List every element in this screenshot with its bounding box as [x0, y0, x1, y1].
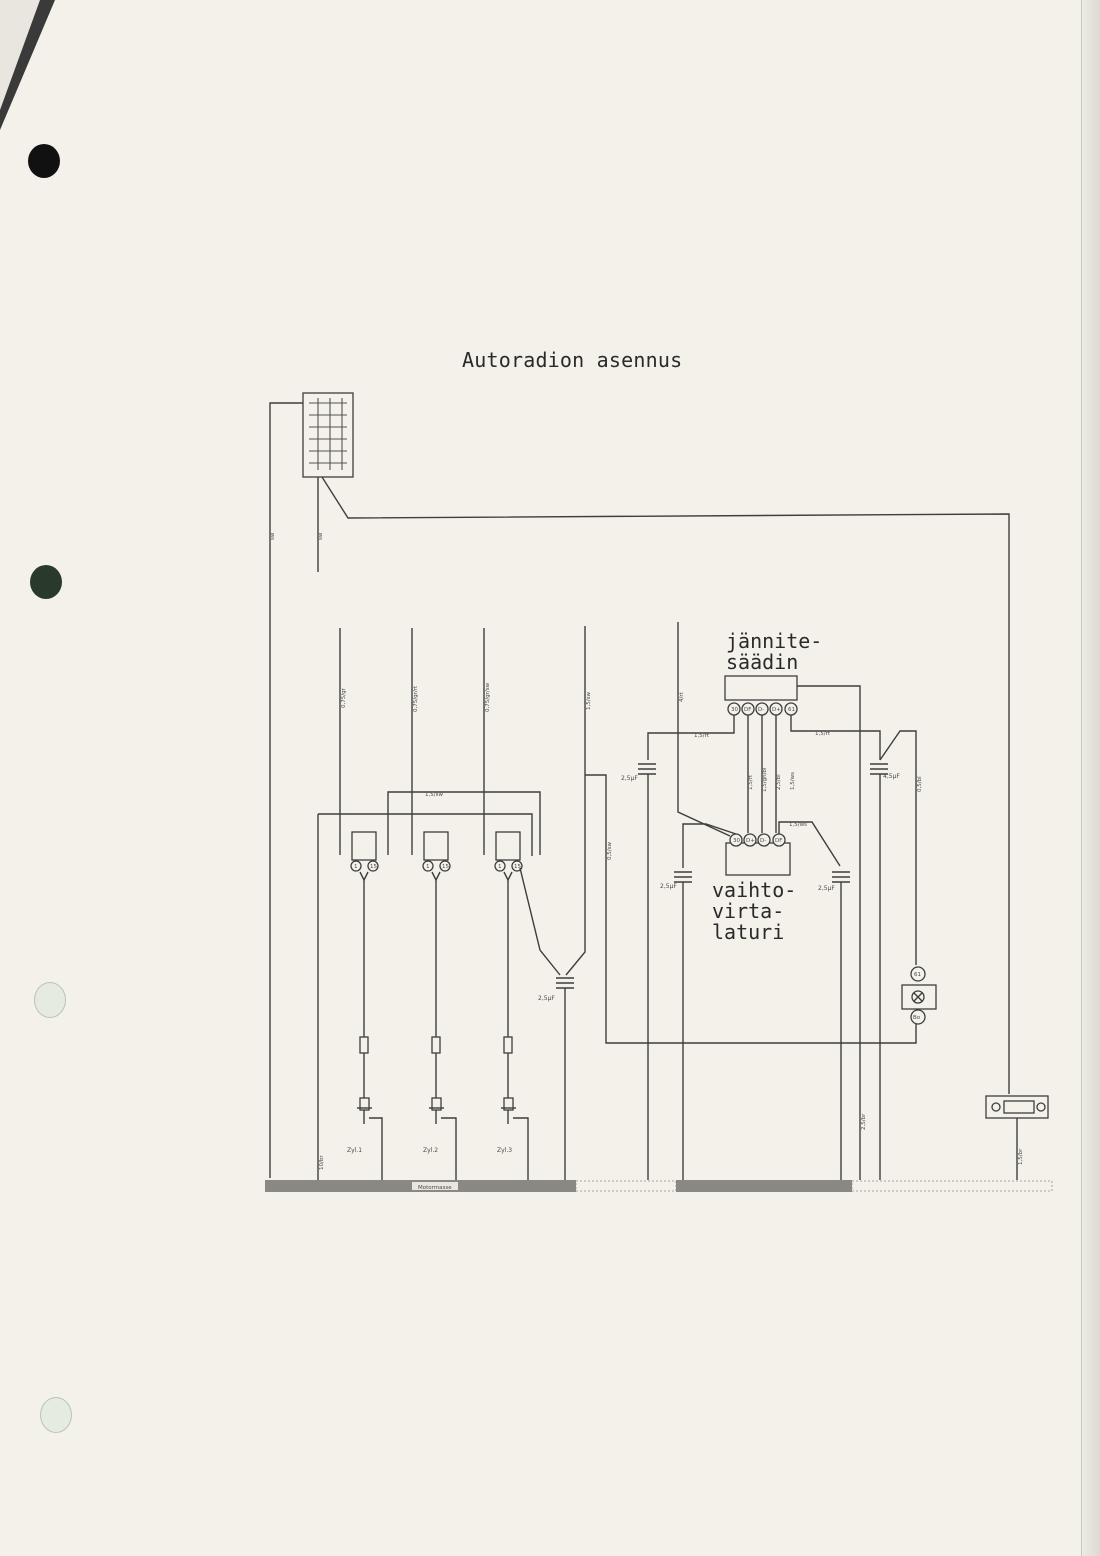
punch-hole-3 — [34, 982, 66, 1018]
cap-label-3: 4,5µF — [883, 773, 900, 780]
wire-label-rt2: 1,5/rt — [748, 774, 754, 790]
cylinder-label-2: Zyl.2 — [423, 1147, 438, 1154]
reg-terminal-dminus: D- — [758, 707, 764, 713]
punch-hole-2 — [30, 565, 62, 599]
coil-1 — [350, 831, 383, 1180]
alternator-label: vaihto- virta- laturi — [712, 878, 797, 944]
wire-label-w1: 0,75/gr — [341, 687, 347, 708]
cylinder-label-1: Zyl.1 — [347, 1147, 362, 1154]
cap-label-1: 2,5µF — [538, 995, 555, 1002]
reg-terminal-61: 61 — [788, 707, 795, 713]
coil-3 — [494, 831, 529, 1180]
wire-label-rt3: 1,5/rt — [815, 731, 831, 737]
wire-label-w5: 4/rt — [679, 691, 685, 702]
car-radio — [985, 1095, 1049, 1180]
wire-label-bridge: 1,5/sw — [425, 792, 443, 798]
wire-label-left-b: sw — [318, 532, 324, 540]
capacitor-5 — [832, 871, 850, 1180]
capacitor-2 — [638, 763, 656, 1180]
coil3-terminal-15: 15 — [514, 864, 521, 870]
charge-lamp — [901, 966, 937, 1025]
wire-label-bl2: 0,5/bl — [917, 776, 923, 792]
cylinder-label-3: Zyl.3 — [497, 1147, 512, 1154]
punch-hole-4 — [40, 1397, 72, 1433]
punch-hole-1 — [28, 144, 60, 178]
coil1-terminal-15: 15 — [370, 864, 377, 870]
coil2-terminal-15: 15 — [442, 864, 449, 870]
cap-label-4: 2,5µF — [660, 883, 677, 890]
ground-strip — [265, 1180, 1053, 1192]
reg-terminal-df: DF — [744, 707, 751, 713]
lamp-terminal-bo: Bo — [913, 1015, 921, 1021]
lamp-terminal-61: 61 — [914, 972, 921, 978]
alt-terminal-dminus: D- — [760, 838, 766, 844]
ground-strip-label: Motormasse — [418, 1185, 452, 1191]
page-title: Autoradion asennus — [462, 348, 683, 372]
cap-label-2: 2,5µF — [621, 775, 638, 782]
capacitor-4 — [674, 871, 692, 1180]
capacitor-1 — [556, 977, 574, 1180]
wire-label-ground: 10/br — [319, 1155, 325, 1170]
alt-terminal-30: 30 — [733, 838, 740, 844]
wire-label-w3: 0,75/gr/sw — [485, 682, 491, 712]
fuse-box — [302, 392, 354, 478]
wire-label-left-a: sw — [270, 532, 276, 540]
reg-terminal-dplus: D+ — [772, 707, 781, 713]
cap-label-5: 2,5µF — [818, 885, 835, 892]
wire-label-ws2: 1,5/ws — [789, 822, 807, 828]
wire-label-w2: 0,75/gr/rt — [413, 685, 419, 712]
wire-label-w4: 1,5/sw — [586, 692, 592, 710]
wire-label-gn-bl: 1,5/gn/bl — [762, 767, 768, 792]
corner-fold — [0, 0, 40, 110]
coil2-terminal-1: 1 — [426, 864, 430, 870]
alt-terminal-dplus: D+ — [746, 838, 755, 844]
alternator — [725, 833, 791, 876]
wire-label-rt1: 1,5/rt — [694, 733, 710, 739]
wire-label-bl: 2,5/bl — [776, 774, 782, 790]
coil1-terminal-1: 1 — [354, 864, 358, 870]
regulator-label: jännite- säädin — [726, 629, 823, 674]
coil-2 — [422, 831, 457, 1180]
wire-label-radio-ground: 1,5/br — [1018, 1148, 1024, 1165]
coil3-terminal-1: 1 — [498, 864, 502, 870]
page-edge — [1081, 0, 1100, 1556]
voltage-regulator — [724, 675, 798, 716]
capacitor-3 — [870, 763, 888, 1180]
wire-label-mid: 0,5/sw — [607, 842, 613, 860]
wire-label-ws: 1,5/ws — [790, 772, 796, 790]
reg-terminal-30: 30 — [731, 707, 738, 713]
wire-label-br-right: 2,5/br — [861, 1113, 867, 1130]
alt-terminal-df: DF — [775, 838, 782, 844]
